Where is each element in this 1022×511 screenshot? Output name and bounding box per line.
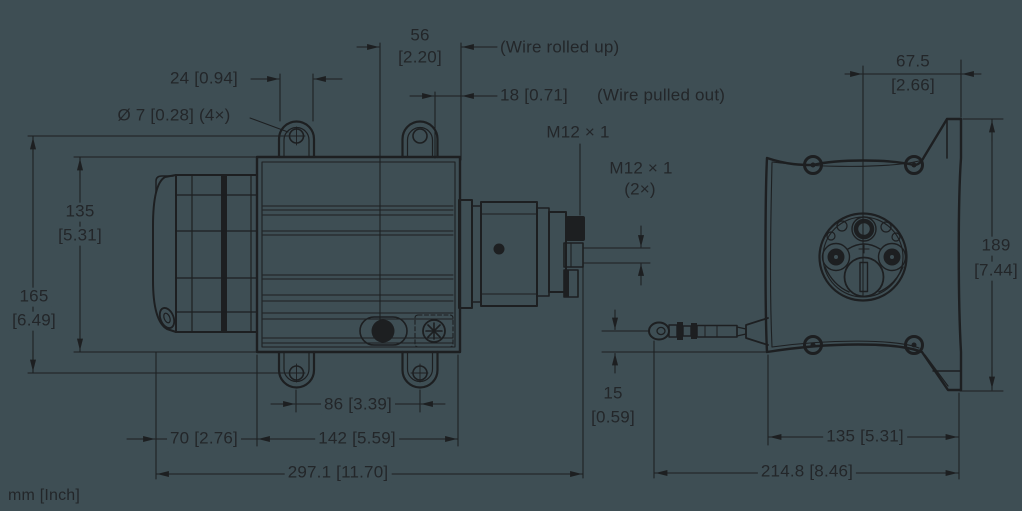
dim-wire-offset-mm-label: 56 [410, 25, 430, 45]
dim-wire-height-in-label: [0.59] [591, 407, 635, 427]
dim-total-height-mm-label: 189 [978, 236, 1014, 256]
m12-connector-side [563, 242, 584, 268]
wire-exit-boss [359, 316, 408, 346]
dim-wire-pulled-label: 18 [0.71] [500, 85, 568, 105]
dim-wire-reach-label: 214.8 [8.46] [757, 462, 857, 482]
dim-lug-width-label: 24 [0.94] [170, 68, 238, 88]
dim-lug-height-in-label: [6.49] [9, 311, 59, 331]
wire-pulled-out-note: (Wire pulled out) [597, 85, 726, 105]
wire-guide-rollers [803, 155, 924, 355]
dim-body-height-mm-label: 135 [62, 202, 98, 222]
dim-drum-section-label: 70 [2.76] [167, 429, 241, 449]
front-view [648, 117, 963, 392]
wire-outlet [745, 317, 769, 346]
m12-thread-label: M12 × 1 [546, 122, 610, 142]
m12-thread-side-label: M12 × 1 [609, 158, 673, 178]
dim-body-length-label: 142 [5.59] [315, 429, 399, 449]
dim-wire-offset-in-label: [2.20] [398, 47, 442, 67]
dim-body-width-label: 135 [5.31] [823, 427, 907, 447]
dim-wire-height-mm-label: 15 [603, 383, 623, 403]
measuring-wire-with-clip [648, 321, 747, 341]
cable-drum-cover [152, 174, 258, 333]
hole-diameter-callout: Ø 7 [0.28] (4×) [117, 105, 231, 125]
dim-center-offset-mm-label: 67.5 [896, 51, 930, 71]
housing [255, 155, 462, 354]
dim-lug-height-mm-label: 165 [16, 287, 52, 307]
side-view [152, 120, 585, 389]
dim-center-offset-in-label: [2.66] [891, 75, 935, 95]
units-note: mm [Inch] [8, 487, 81, 505]
mounting-lugs [277, 120, 439, 389]
m12-thread-count-label: (2×) [624, 179, 656, 199]
m12-connector-top [566, 216, 585, 241]
dim-body-height-in-label: [5.31] [55, 226, 105, 246]
dim-lug-spacing-label: 86 [3.39] [321, 395, 395, 415]
dim-total-height-in-label: [7.44] [971, 261, 1021, 281]
wire-rolled-up-note: (Wire rolled up) [500, 37, 620, 57]
encoder-connector-assembly [458, 199, 585, 309]
wire-anchor-eyelet [158, 307, 176, 329]
sealing-screw [422, 319, 446, 343]
mounting-hole [412, 128, 428, 144]
dim-total-length-label: 297.1 [11.70] [284, 463, 392, 483]
wire-exit-hole [371, 319, 395, 343]
